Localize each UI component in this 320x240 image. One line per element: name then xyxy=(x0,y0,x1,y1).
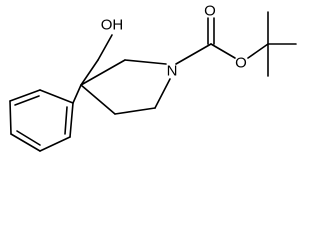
hydroxymethyl-group xyxy=(80,34,113,86)
ring-nitrogen-label: N xyxy=(167,63,178,80)
bond-ester-o-tbu xyxy=(247,43,269,59)
bond-n-carbonyl xyxy=(175,43,212,65)
bond-quaternary-ch2 xyxy=(80,59,99,86)
ester-oxygen-label: O xyxy=(235,55,247,72)
bond-ch2-oh xyxy=(97,34,113,61)
phenyl-double-bond-3 xyxy=(64,106,68,135)
bond-c3-c2 xyxy=(80,59,126,86)
bond-c2-n xyxy=(124,59,167,65)
hydroxyl-label: OH xyxy=(101,17,124,34)
phenyl-bond-2 xyxy=(9,89,41,102)
bond-c3-phenyl xyxy=(72,84,82,104)
phenyl-bond-5 xyxy=(39,136,71,152)
bond-c4-c3 xyxy=(80,84,116,115)
carbonyl-oxygen-label: O xyxy=(204,3,216,20)
phenyl-bond-4 xyxy=(10,133,41,152)
boc-group xyxy=(175,11,297,77)
pyrrolidine-ring xyxy=(80,59,171,115)
phenyl-ring xyxy=(9,84,82,152)
chemical-structure: OH N O O xyxy=(9,3,297,152)
phenyl-bond-6 xyxy=(69,102,74,138)
phenyl-bond-1 xyxy=(39,89,74,104)
phenyl-bond-3 xyxy=(9,100,12,135)
phenyl-double-bond-1 xyxy=(14,95,40,106)
bond-c5-c4 xyxy=(114,107,156,115)
bond-carbonyl-ester-o xyxy=(210,43,236,59)
bond-n-c5 xyxy=(154,78,171,109)
phenyl-double-bond-2 xyxy=(16,130,41,146)
